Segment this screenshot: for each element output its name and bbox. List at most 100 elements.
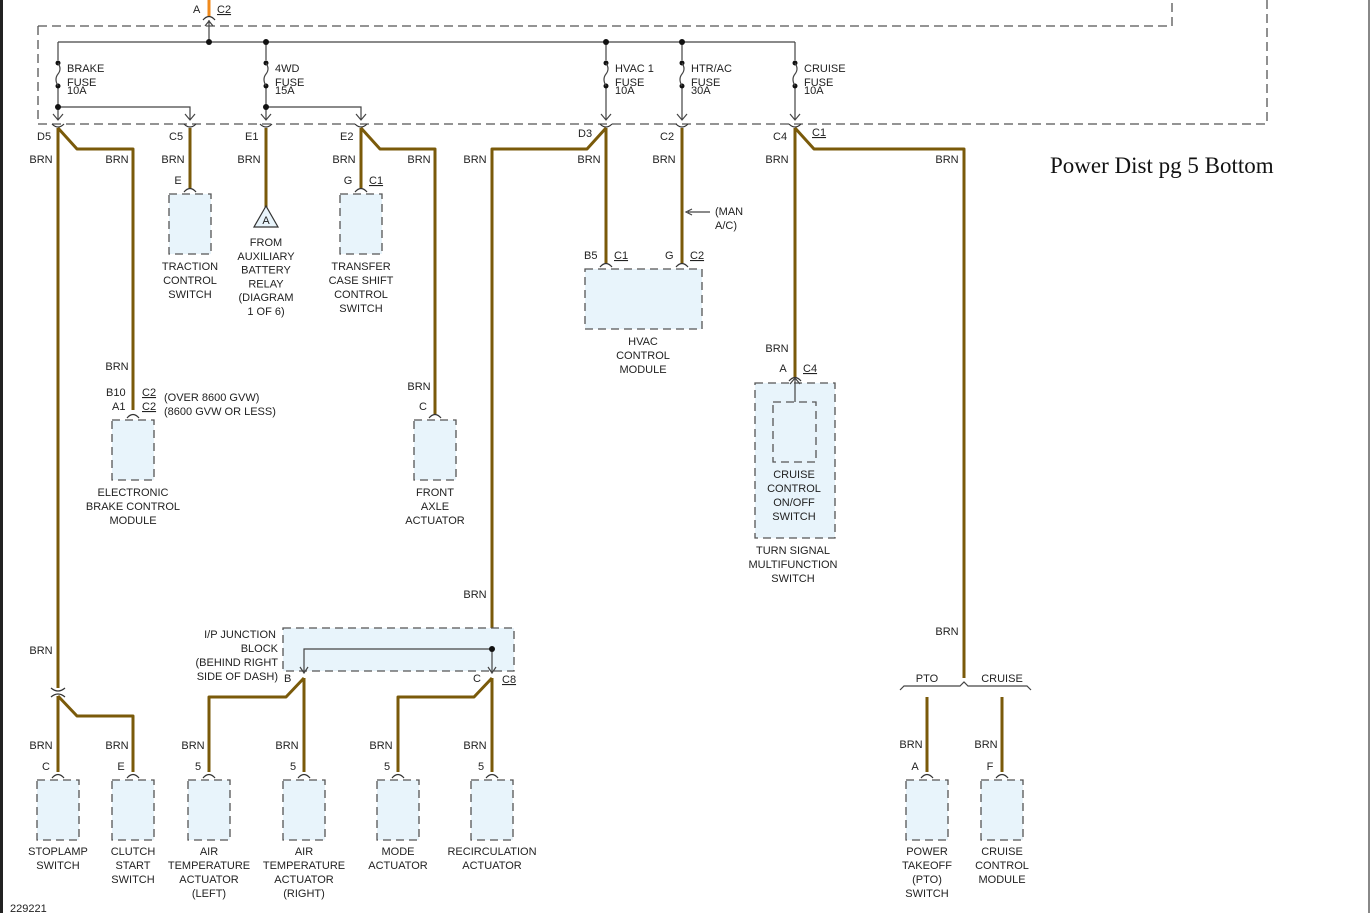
upper-block-outline	[38, 0, 1173, 27]
svg-text:FUSE: FUSE	[615, 77, 644, 89]
connector-icon	[391, 773, 405, 779]
component-label: (RIGHT)	[283, 888, 325, 900]
svg-text:FUSE: FUSE	[804, 77, 833, 89]
wire-color-label: BRN	[407, 381, 430, 393]
pin-label: 5	[384, 761, 390, 773]
pin-label: C	[419, 401, 427, 413]
connector-icon	[297, 773, 311, 779]
aux-relay-label: (DIAGRAM	[239, 292, 294, 304]
pin-d3: D3	[578, 128, 592, 140]
arrow-down-icon	[184, 113, 196, 121]
wire-color-label: BRN	[765, 154, 788, 166]
wire-color-label: BRN	[652, 154, 675, 166]
svg-text:PTO: PTO	[916, 673, 939, 685]
wire-color-label: BRN	[181, 740, 204, 752]
feed-pin: A	[193, 4, 201, 16]
component-label: TRANSFER	[331, 261, 390, 273]
connector-label: C4	[803, 363, 817, 375]
pin-label: E	[117, 761, 124, 773]
svg-text:HVAC 1: HVAC 1	[615, 63, 654, 75]
feed-connector-icon	[202, 15, 216, 21]
svg-text:4WD: 4WD	[275, 63, 300, 75]
component-label: ACTUATOR	[179, 874, 239, 886]
component-label: POWER	[906, 846, 948, 858]
wires	[56, 126, 1004, 772]
component-label: SWITCH	[339, 303, 382, 315]
svg-text:CRUISE: CRUISE	[981, 673, 1023, 685]
connector-icon	[354, 123, 368, 128]
wire-color-label: BRN	[935, 154, 958, 166]
component-label: TAKEOFF	[902, 860, 952, 872]
connector-icon	[51, 773, 65, 779]
wire-color-label: BRN	[463, 154, 486, 166]
hvac-note: A/C)	[715, 220, 737, 232]
fuse-4wd: 4WD FUSE 15A	[261, 60, 304, 97]
aux-relay-label: BATTERY	[241, 265, 291, 277]
svg-text:15A: 15A	[275, 85, 295, 97]
ebcm-note1: (OVER 8600 GVW)	[164, 392, 259, 404]
component-label: CASE SHIFT	[329, 275, 394, 287]
junction-dot	[263, 104, 269, 110]
cruise-on-off-switch-box	[772, 401, 817, 463]
component-label: TEMPERATURE	[263, 860, 345, 872]
svg-text:C8: C8	[502, 674, 516, 686]
svg-text:I/P JUNCTION: I/P JUNCTION	[204, 629, 276, 641]
component-label: (LEFT)	[192, 888, 226, 900]
aux-relay-label: RELAY	[248, 278, 284, 290]
option-brace: PTO CRUISE	[899, 673, 1032, 691]
component-label: MODULE	[109, 515, 156, 527]
arrow-down-icon	[600, 113, 612, 121]
svg-text:(BEHIND RIGHT: (BEHIND RIGHT	[196, 657, 279, 669]
wire-color-label: BRN	[577, 154, 600, 166]
connector-icon	[485, 773, 499, 779]
arrow-down-icon	[676, 113, 688, 121]
pin-e1: E1	[245, 131, 258, 143]
svg-text:BLOCK: BLOCK	[241, 643, 279, 655]
connector-icon	[675, 262, 689, 268]
fuse-icon	[792, 62, 798, 87]
component-box	[187, 779, 231, 841]
component-label: ACTUATOR	[368, 860, 428, 872]
wire-color-label: BRN	[29, 740, 52, 752]
component-label: ELECTRONIC	[98, 487, 169, 499]
ebcm-note2: (8600 GVW OR LESS)	[164, 406, 276, 418]
wire-color-label: BRN	[899, 739, 922, 751]
component-label: CLUTCH	[111, 846, 156, 858]
component-label: CONTROL	[767, 483, 821, 495]
pin-label: 5	[478, 761, 484, 773]
component-label: ACTUATOR	[405, 515, 465, 527]
arrow-down-icon	[260, 113, 272, 121]
pin-label: 5	[195, 761, 201, 773]
component-label: MODE	[382, 846, 415, 858]
figure-id: 229221	[10, 903, 47, 913]
component-box	[584, 268, 703, 330]
component-box	[111, 779, 155, 841]
svg-text:B: B	[284, 673, 291, 685]
component-label: TRACTION	[162, 261, 218, 273]
component-label: SWITCH	[36, 860, 79, 872]
wire-color-label: BRN	[369, 740, 392, 752]
pin-c4: C4	[773, 131, 787, 143]
svg-text:FUSE: FUSE	[691, 77, 720, 89]
aux-relay-label: AUXILIARY	[237, 251, 295, 263]
svg-text:HTR/AC: HTR/AC	[691, 63, 732, 75]
ip-junction-block: I/P JUNCTION BLOCK (BEHIND RIGHT SIDE OF…	[196, 627, 516, 686]
fuse-hvac1: HVAC 1 FUSE 10A	[601, 60, 654, 97]
component-box	[111, 419, 155, 481]
component-label: CONTROL	[975, 860, 1029, 872]
component-label: MULTIFUNCTION	[748, 559, 837, 571]
wire-color-label: BRN	[463, 589, 486, 601]
component-label: SWITCH	[772, 511, 815, 523]
component-box	[980, 779, 1024, 841]
aux-relay-reference: A	[252, 204, 280, 228]
component-label: ACTUATOR	[274, 874, 334, 886]
wire-color-label: BRN	[105, 361, 128, 373]
block-output-connectors	[51, 113, 802, 128]
